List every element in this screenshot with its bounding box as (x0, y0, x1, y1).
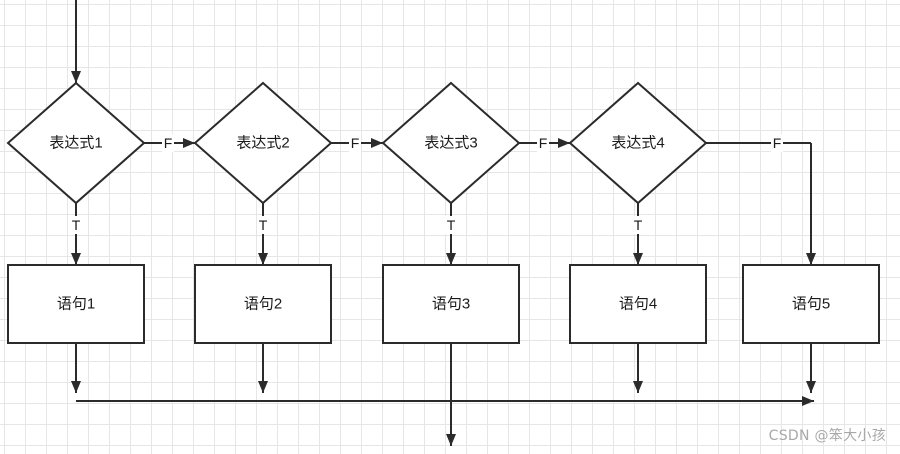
condition-diamond-1 (6, 81, 146, 205)
true-label-1: T (72, 217, 81, 233)
statement-box-1 (7, 264, 145, 344)
true-label-1-bg (70, 216, 82, 234)
false-label-3: F (539, 135, 548, 151)
statement-box-5 (742, 264, 880, 344)
true-label-4: T (634, 217, 643, 233)
false-arrowhead-4 (806, 253, 816, 265)
statement-label-3: 语句3 (432, 296, 470, 313)
statement-label-1: 语句1 (57, 296, 95, 313)
condition-diamond-2 (193, 81, 333, 205)
entry-arrowhead (71, 71, 81, 83)
false-label-1-bg (162, 134, 174, 152)
true-arrowhead-1 (71, 253, 81, 265)
true-label-2: T (259, 217, 268, 233)
false-arrowhead-2 (371, 138, 383, 148)
condition-diamond-4 (568, 81, 708, 205)
condition-label-4: 表达式4 (611, 135, 664, 152)
statement-box-2 (194, 264, 332, 344)
true-label-3-bg (445, 216, 457, 234)
false-label-3-bg (537, 134, 549, 152)
true-label-2-bg (257, 216, 269, 234)
true-arrowhead-2 (258, 253, 268, 265)
statement-box-4 (569, 264, 707, 344)
false-label-1: F (164, 135, 173, 151)
condition-label-3: 表达式3 (424, 135, 477, 152)
statement-label-2: 语句2 (244, 296, 282, 313)
shapes-layer (6, 81, 880, 344)
condition-label-2: 表达式2 (236, 135, 289, 152)
exit-arrowhead (446, 434, 456, 446)
true-label-4-bg (632, 216, 644, 234)
merge-drop-arrowhead-4 (633, 381, 643, 393)
condition-diamond-3 (381, 81, 521, 205)
condition-label-1: 表达式1 (49, 135, 102, 152)
statement-box-3 (382, 264, 520, 344)
edges-layer (71, 0, 816, 446)
false-label-2: F (351, 135, 360, 151)
false-label-4-bg (771, 134, 783, 152)
false-label-2-bg (349, 134, 361, 152)
true-label-3: T (447, 217, 456, 233)
false-label-4: F (773, 135, 782, 151)
watermark: CSDN @笨大小孩 (768, 428, 886, 444)
true-arrowhead-3 (446, 253, 456, 265)
merge-drop-arrowhead-5 (806, 381, 816, 393)
merge-line-arrowhead (802, 396, 814, 406)
false-arrowhead-3 (558, 138, 570, 148)
statement-label-4: 语句4 (619, 296, 657, 313)
merge-drop-arrowhead-2 (258, 381, 268, 393)
false-arrowhead-1 (183, 138, 195, 148)
true-arrowhead-4 (633, 253, 643, 265)
merge-drop-arrowhead-1 (71, 381, 81, 393)
statement-label-5: 语句5 (792, 296, 830, 313)
